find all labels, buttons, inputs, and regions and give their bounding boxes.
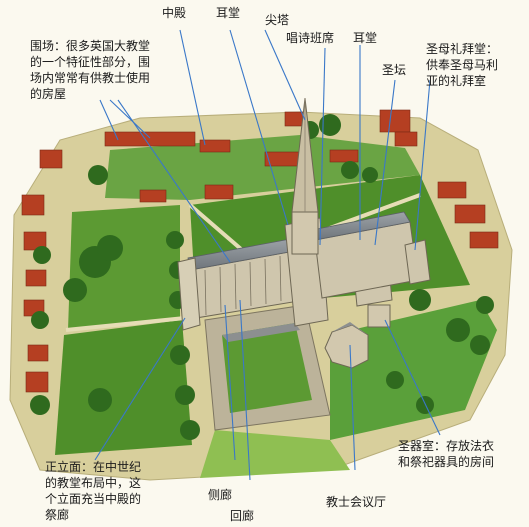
tower-and-spire [291, 97, 319, 255]
label-aisle: 侧廊 [208, 488, 233, 502]
label-choir: 唱诗班席 [286, 31, 335, 45]
lawn-west-lower [55, 320, 192, 455]
label-chapter-house: 教士会议厅 [326, 495, 387, 509]
label-west-front: 正立面：在中世纪 的教堂布局中，这 个立面充当中殿的 祭廊 [45, 460, 142, 522]
lawn-south [200, 430, 350, 478]
path-west [65, 316, 186, 332]
label-nave: 中殿 [162, 6, 187, 20]
close-houses [21, 109, 499, 393]
label-sacristy: 圣器室：存放法衣 和祭祀器具的房间 [398, 439, 495, 469]
lady-chapel-building [404, 239, 431, 285]
label-transept-right: 耳堂 [353, 31, 378, 45]
label-spire: 尖塔 [265, 13, 290, 27]
label-close: 围场：很多英国大教堂 的一个特征性部分，围 场内常常有供教士使用 的房屋 [30, 39, 151, 101]
sacristy-building [367, 304, 391, 328]
leader-lines [94, 29, 441, 481]
label-lady-chapel: 圣母礼拜堂： 供奉圣母马利 亚的礼拜室 [426, 42, 499, 88]
west-front [177, 257, 201, 331]
choir [311, 211, 419, 299]
label-transept-left: 耳堂 [216, 6, 241, 20]
chapter-house-roof [332, 322, 368, 335]
label-altar: 圣坛 [382, 63, 407, 77]
lawn-west-upper [68, 205, 180, 330]
label-cloister: 回廊 [230, 509, 255, 523]
